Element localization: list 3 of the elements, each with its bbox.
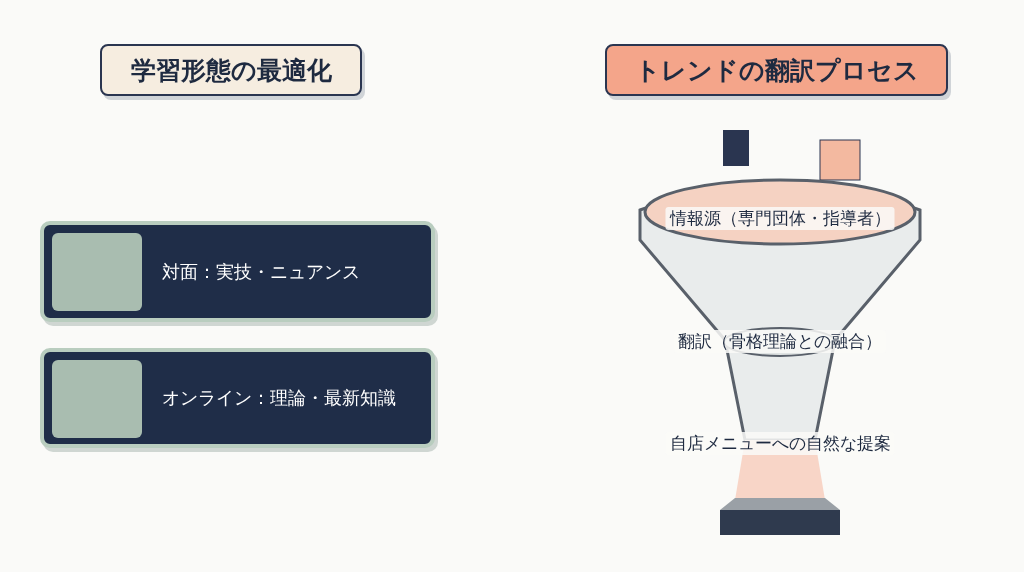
stage-label: 情報源（専門団体・指導者） [665, 207, 895, 230]
card-text: 対面：実技・ニュアンス [162, 259, 360, 284]
card-text: オンライン：理論・最新知識 [162, 386, 396, 410]
